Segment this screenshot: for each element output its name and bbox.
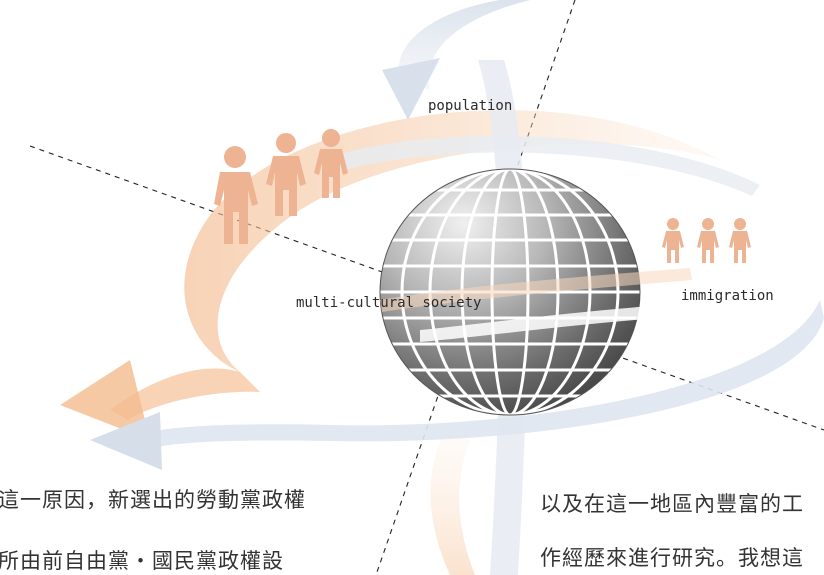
body-text-left-line: 這一原因，新選出的勞動黨政權 xyxy=(0,488,306,512)
body-text-left-line: 所由前自由黨・國民黨政權設 xyxy=(0,549,284,573)
person-figure xyxy=(314,129,348,198)
curved-arrow-icon xyxy=(60,360,150,440)
person-figure xyxy=(697,218,719,263)
orbit-ring-front xyxy=(380,268,692,312)
population-label: population xyxy=(428,98,513,114)
curved-arrow-icon xyxy=(382,58,440,120)
people-group-small-icon xyxy=(662,218,751,263)
curved-arrow-icon xyxy=(90,412,162,470)
person-figure xyxy=(266,133,306,216)
immigration-label: immigration xyxy=(681,288,774,304)
orbit-ring-highlight xyxy=(420,300,800,342)
person-figure xyxy=(729,218,751,263)
body-text-right-line: 以及在這一地區內豐富的工 xyxy=(540,492,804,516)
person-figure xyxy=(662,218,684,263)
multi-cultural-society-label: multi-cultural society xyxy=(296,295,482,311)
people-group-large-icon xyxy=(214,129,348,244)
body-text-right-line: 作經歷來進行研究。我想這 xyxy=(540,546,804,570)
orbit-arrow-peach xyxy=(60,110,720,575)
person-figure xyxy=(214,146,258,244)
